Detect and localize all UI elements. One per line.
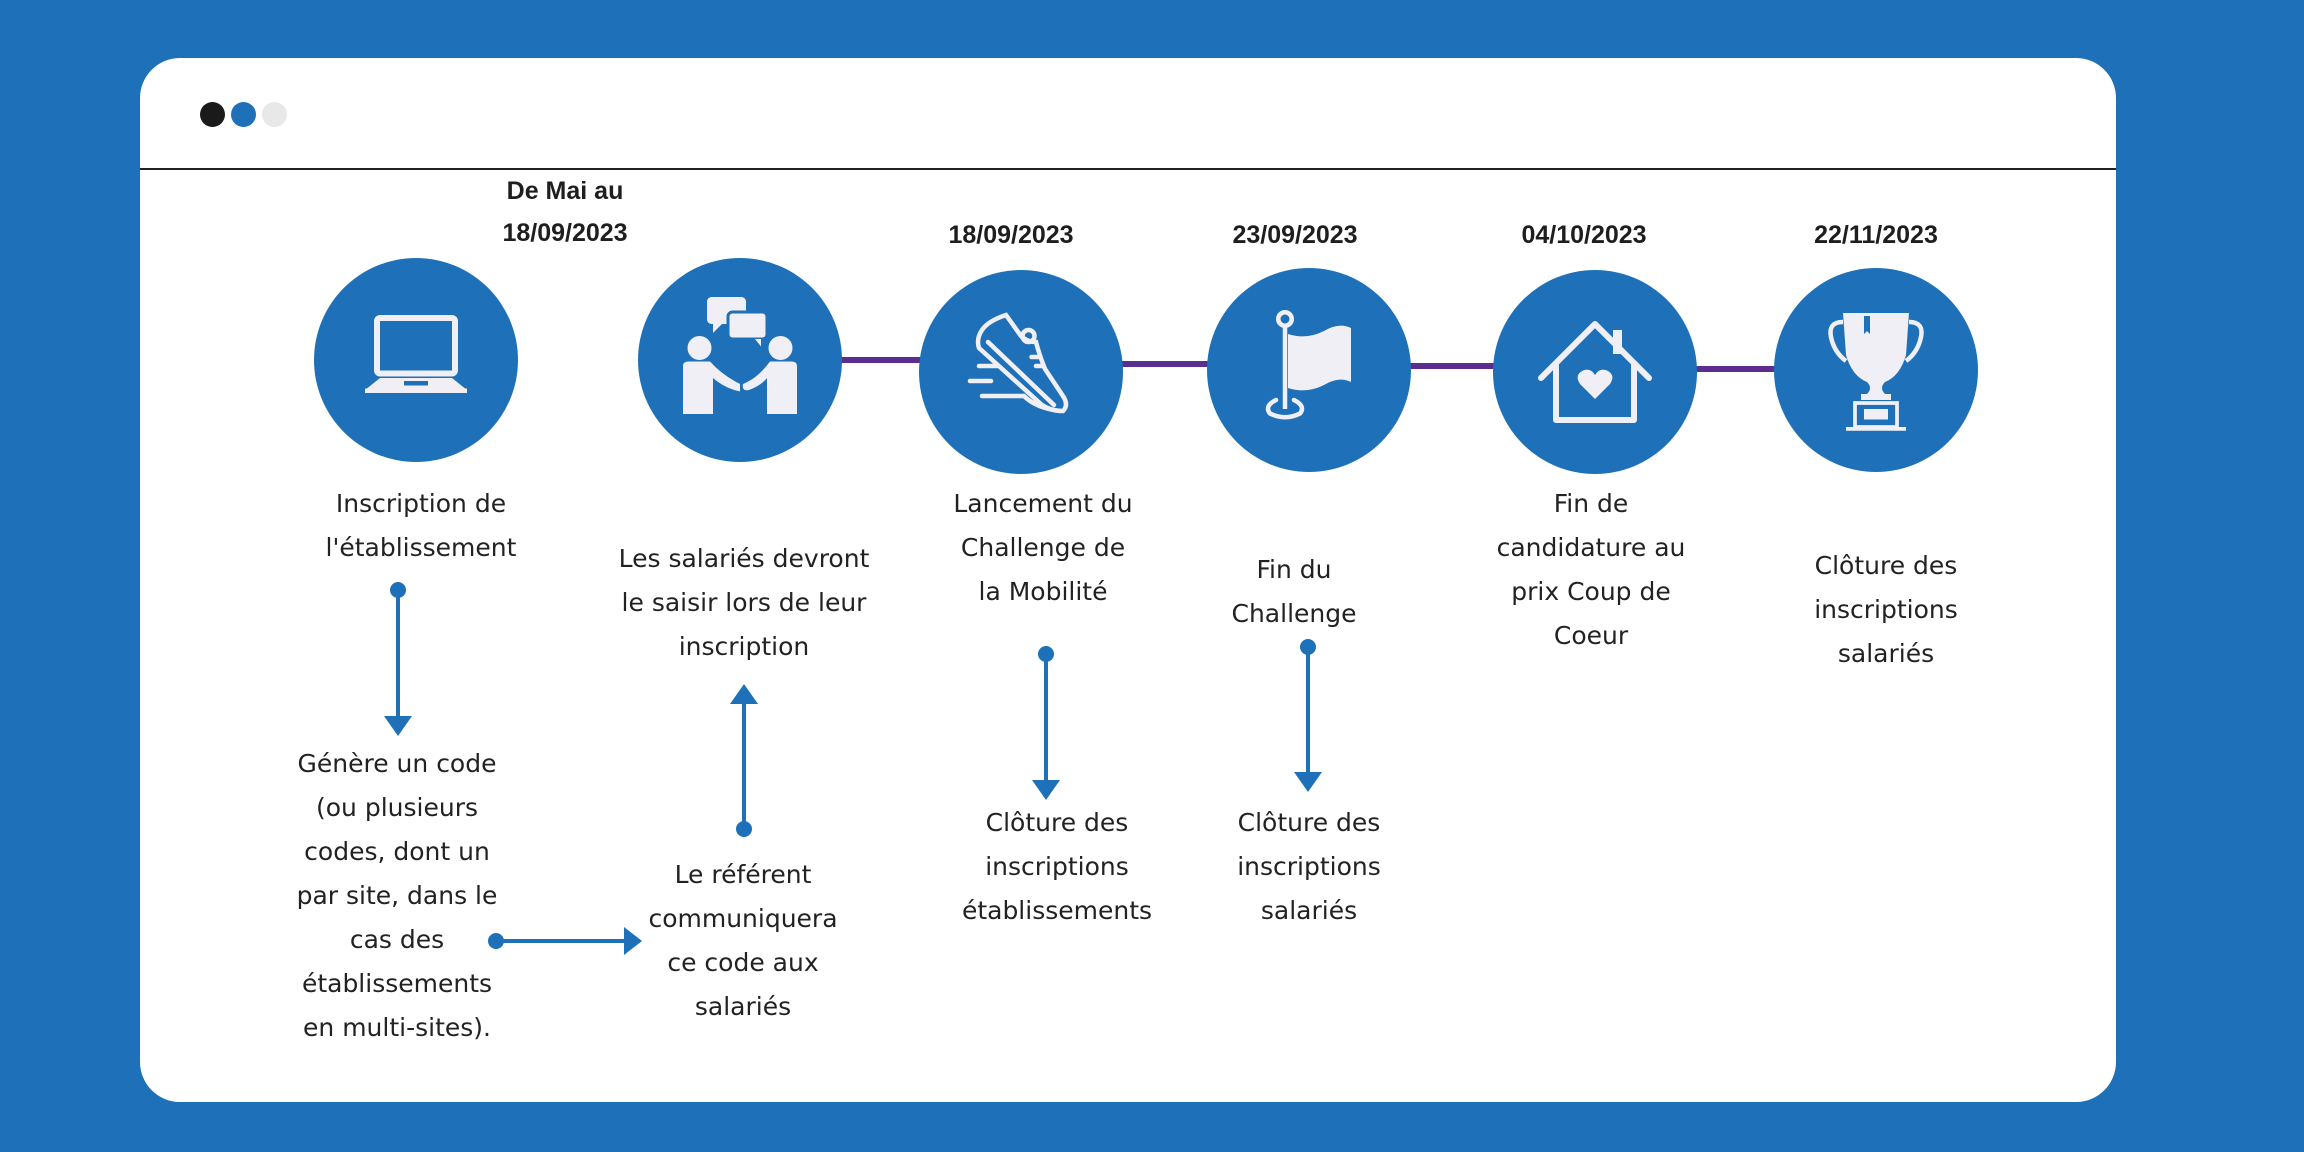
flag-icon xyxy=(1265,310,1351,420)
milestone-date: 18/09/2023 xyxy=(948,221,1074,249)
milestone-circle xyxy=(314,258,518,462)
window-maximize-dot[interactable] xyxy=(262,102,287,127)
milestone-date: 23/09/2023 xyxy=(1232,221,1358,249)
arrow-right xyxy=(488,927,642,955)
milestone-date: De Mai au 18/09/2023 xyxy=(435,170,695,254)
arrow-down xyxy=(1032,646,1060,800)
milestone-label: Lancement du Challenge de la Mobilité xyxy=(953,489,1133,606)
milestone-circle xyxy=(919,270,1123,474)
window-close-dot[interactable] xyxy=(200,102,225,127)
date-line2: 18/09/2023 xyxy=(502,219,628,247)
sub-step-label: Génère un code (ou plusieurs codes, dont… xyxy=(296,749,498,1042)
trophy-icon xyxy=(1828,313,1924,431)
arrow-up xyxy=(730,684,758,837)
milestone-circle xyxy=(1207,268,1411,472)
milestone-circle xyxy=(1493,270,1697,474)
milestone-label: Les salariés devront le saisir lors de l… xyxy=(618,544,870,661)
sub-step-label: Le référent communiquera ce code aux sal… xyxy=(648,860,838,1021)
milestone-circle xyxy=(1774,268,1978,472)
milestone-date: 22/11/2023 xyxy=(1814,221,1938,249)
header-divider xyxy=(140,168,2116,170)
arrow-down xyxy=(384,582,412,736)
timeline-connector xyxy=(1408,363,1508,369)
milestone-circle xyxy=(638,258,842,462)
arrow-down xyxy=(1294,639,1322,792)
handshake-chat-icon xyxy=(683,297,797,414)
sub-step-label: Clôture des inscriptions salariés xyxy=(1237,808,1381,925)
timeline-connector xyxy=(1694,366,1784,372)
milestone-label: Inscription de l'établissement xyxy=(325,489,517,562)
running-shoe-icon xyxy=(967,312,1069,414)
house-heart-icon xyxy=(1538,321,1652,423)
timeline-connector xyxy=(840,357,940,363)
milestone-date: 04/10/2023 xyxy=(1521,221,1647,249)
laptop-icon xyxy=(365,315,467,393)
milestone-label: Fin du Challenge xyxy=(1231,555,1357,628)
window-minimize-dot[interactable] xyxy=(231,102,256,127)
milestone-label: Fin de candidature au prix Coup de Coeur xyxy=(1496,489,1686,650)
timeline-connector xyxy=(1120,361,1220,367)
sub-step-label: Clôture des inscriptions établissements xyxy=(961,808,1153,925)
milestone-label: Clôture des inscriptions salariés xyxy=(1814,551,1958,668)
timeline-card xyxy=(140,58,2116,1102)
date-line1: De Mai au xyxy=(506,177,624,205)
